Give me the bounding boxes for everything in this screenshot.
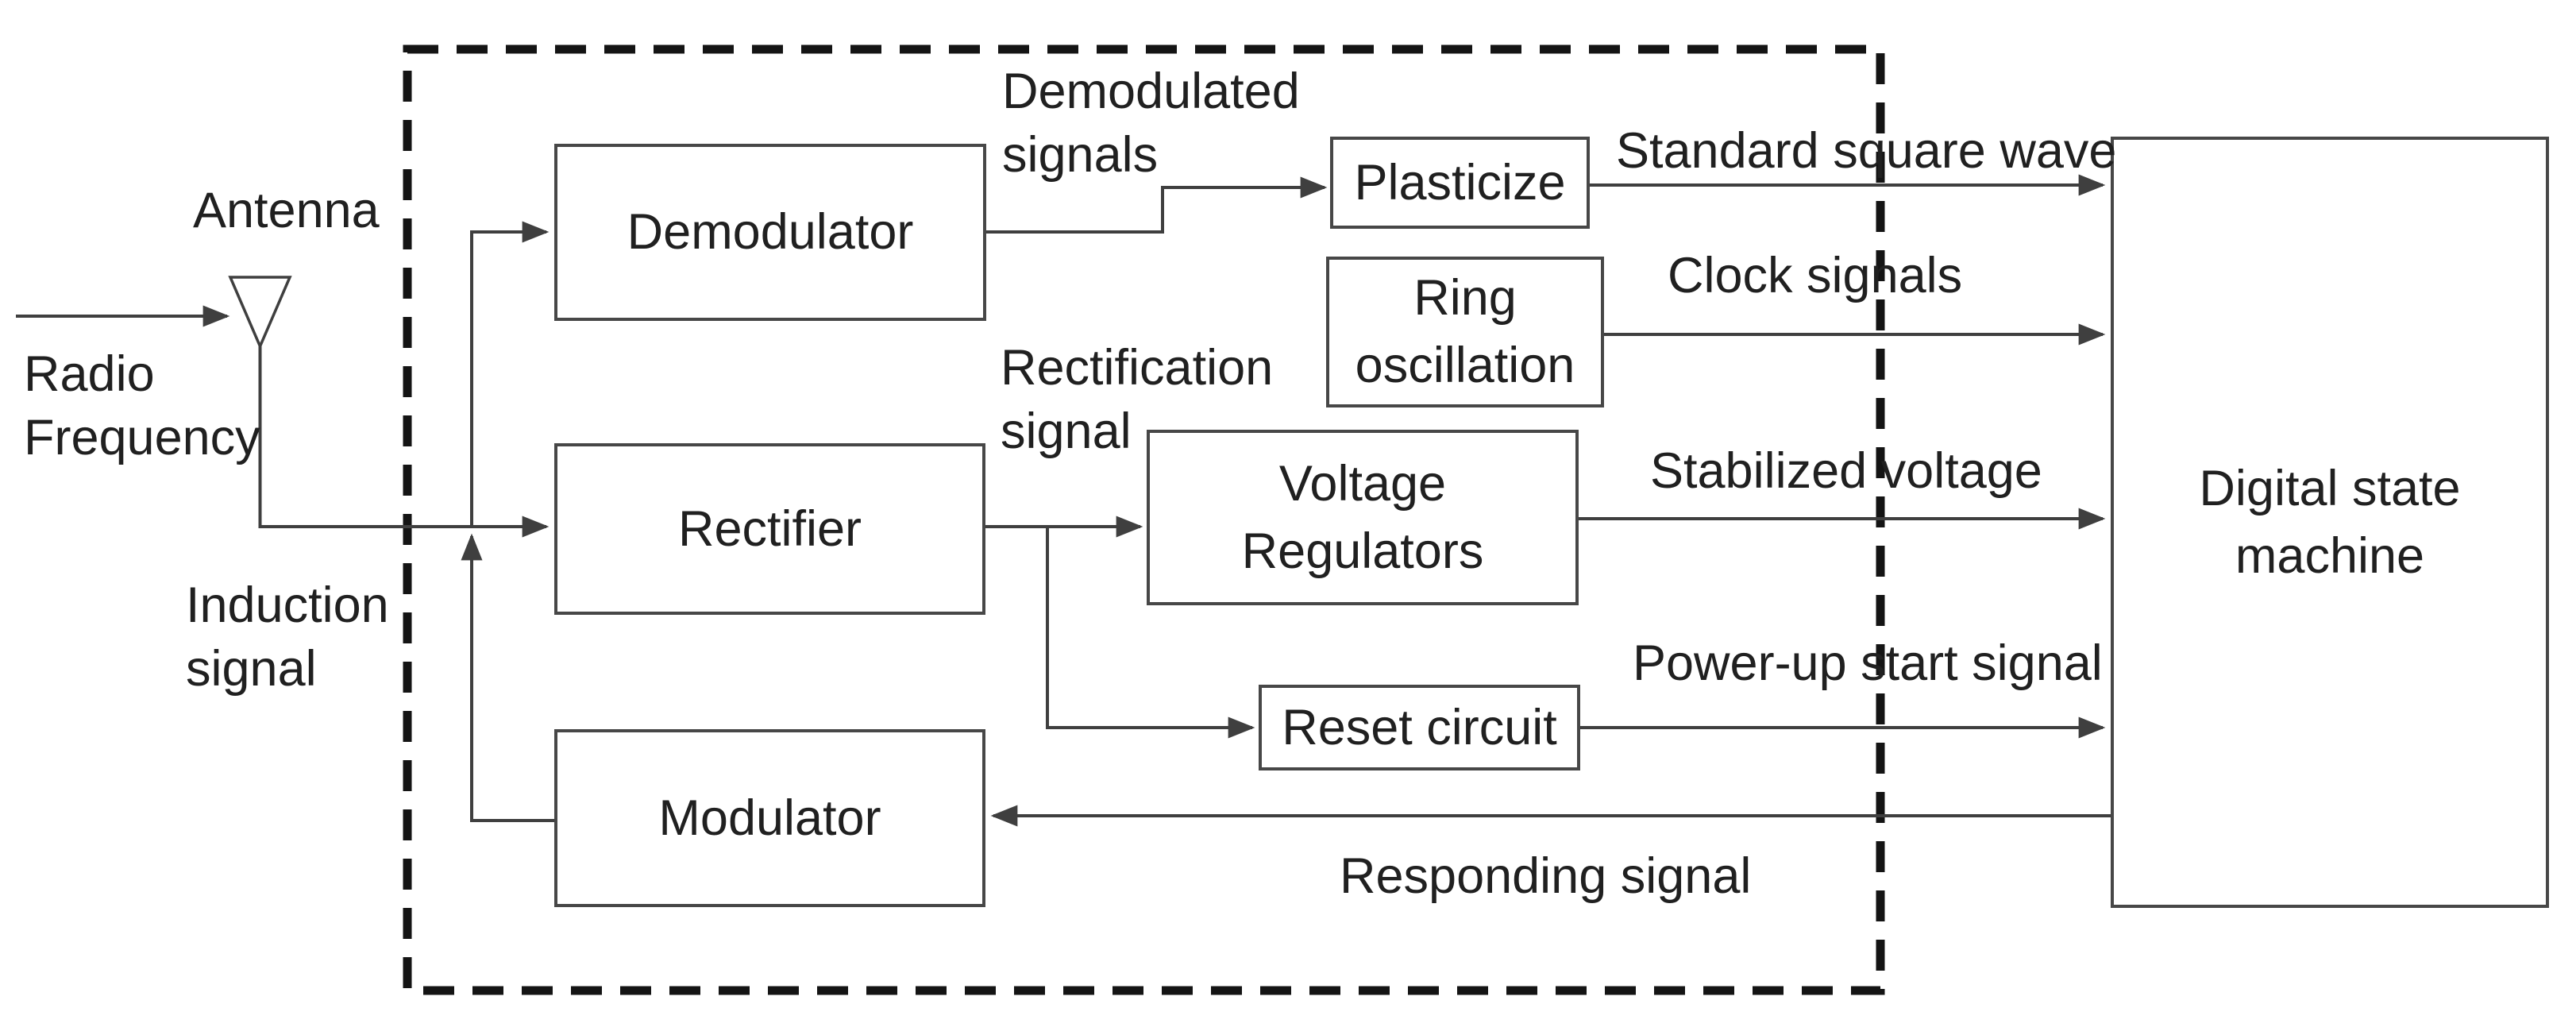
stabilized-voltage-label: Stabilized voltage (1650, 443, 2042, 499)
demodulated-signals-label-line1: Demodulated (1002, 64, 1300, 119)
block-ring-oscillation: Ring oscillation (1326, 257, 1604, 407)
radio-frequency-label-line2: Frequency (24, 410, 260, 465)
demodulated-signals-label: Demodulated signals (1002, 60, 1300, 187)
block-reset-circuit-label: Reset circuit (1282, 699, 1557, 755)
clock-signals-label: Clock signals (1668, 248, 1963, 303)
block-digital-state-machine-label-line1: Digital state (2199, 460, 2461, 516)
connector-to-demodulator (470, 221, 550, 527)
block-rectifier: Rectifier (554, 443, 985, 615)
connector-demodulated-signals (986, 176, 1328, 234)
block-modulator-label: Modulator (658, 790, 881, 846)
radio-frequency-label: Radio Frequency (24, 342, 260, 469)
power-up-start-signal-label: Power-up start signal (1633, 635, 2103, 691)
induction-signal-label: Induction signal (186, 573, 389, 701)
connector-induction-to-rectifier (258, 346, 550, 538)
block-demodulator: Demodulator (554, 144, 986, 321)
responding-signal-label: Responding signal (1340, 848, 1752, 904)
antenna-label: Antenna (193, 183, 380, 238)
block-reset-circuit: Reset circuit (1259, 685, 1580, 770)
induction-signal-label-line1: Induction (186, 577, 389, 633)
rectification-signal-label-line2: signal (1001, 404, 1132, 459)
block-voltage-regulators: Voltage Regulators (1147, 430, 1579, 605)
connector-modulator-feedback (461, 533, 557, 822)
induction-signal-label-line2: signal (186, 641, 317, 697)
block-voltage-regulators-label-line1: Voltage (1278, 455, 1447, 512)
connector-rectification-to-reset (1046, 527, 1255, 739)
block-digital-state-machine-label-line2: machine (2235, 527, 2425, 584)
block-modulator: Modulator (554, 729, 985, 907)
block-ring-oscillation-label-line1: Ring (1413, 270, 1517, 326)
block-plasticize: Plasticize (1330, 137, 1590, 229)
antenna-icon (228, 276, 292, 350)
block-voltage-regulators-label-line2: Regulators (1241, 523, 1484, 579)
block-digital-state-machine: Digital state machine (2111, 137, 2549, 908)
block-demodulator-label: Demodulator (627, 204, 914, 260)
standard-square-wave-label: Standard square wave (1616, 123, 2117, 179)
block-plasticize-label: Plasticize (1354, 154, 1566, 210)
rectification-signal-label: Rectification signal (1001, 336, 1273, 463)
radio-frequency-label-line1: Radio (24, 346, 155, 402)
block-rectifier-label: Rectifier (677, 500, 862, 557)
block-ring-oscillation-label-line2: oscillation (1355, 338, 1575, 393)
rectification-signal-label-line1: Rectification (1001, 340, 1274, 396)
demodulated-signals-label-line2: signals (1002, 127, 1159, 183)
